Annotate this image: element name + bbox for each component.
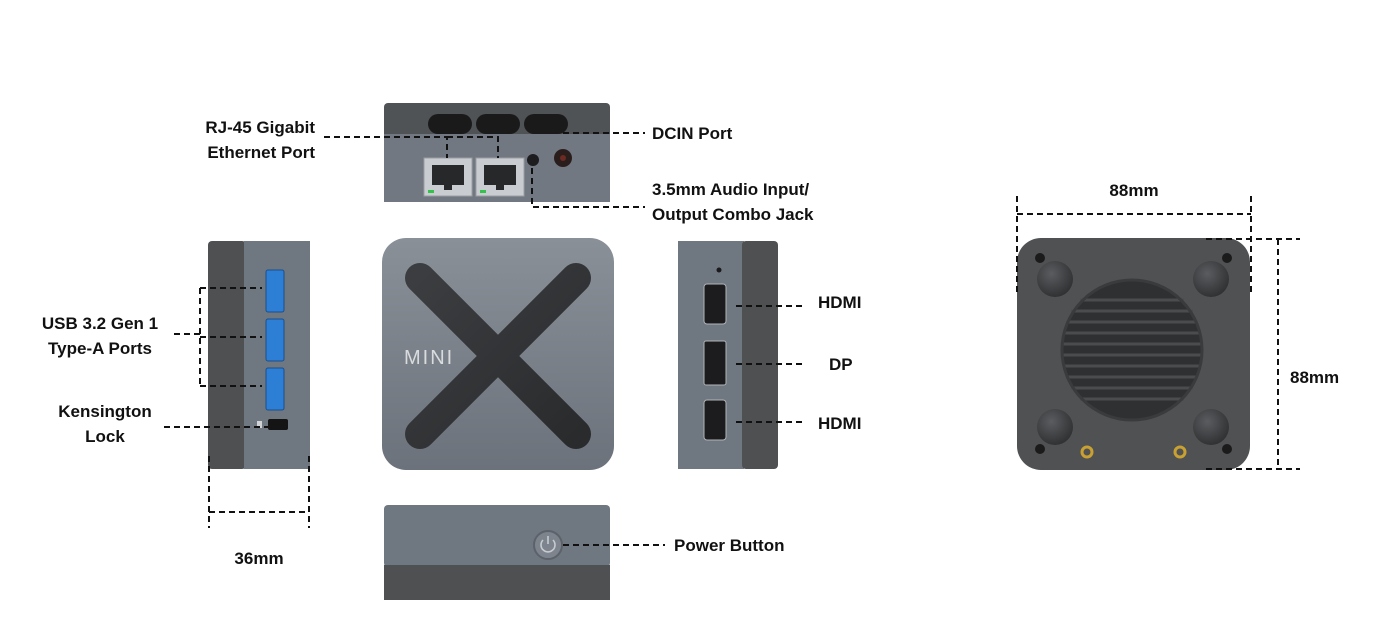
width-dimension-label: 88mm [1109,181,1159,200]
bottom-view [1017,238,1250,470]
height-dimension-label: 88mm [1290,368,1340,387]
top-view: MINI [382,238,614,470]
callout-lines [164,132,806,546]
audio-label: 3.5mm Audio Input/ Output Combo Jack [652,177,814,227]
dp-label: DP [829,355,853,374]
rj45-port [423,157,473,197]
front-base [384,565,610,600]
left-case-dark [208,241,246,469]
rj45-port [475,157,525,197]
brass-screw [1173,445,1187,459]
dcin-label: DCIN Port [652,124,733,143]
audio-label-line2: Output Combo Jack [652,205,814,224]
hdmi-bottom-label: HDMI [818,414,862,433]
front-panel [384,505,610,567]
mini-logo: MINI [404,347,454,369]
usb-port [265,318,285,362]
hdmi-port [703,399,727,441]
audio-label-line1: 3.5mm Audio Input/ [652,180,810,199]
kensington-label: Kensington Lock [45,399,165,449]
rj45-label-line1: RJ-45 Gigabit [205,118,315,137]
fan-slats [1062,298,1202,401]
dimension-lines [208,196,1300,528]
screw [1222,444,1232,454]
usb-label: USB 3.2 Gen 1 Type-A Ports [30,311,170,361]
brass-screw [1080,445,1094,459]
rj45-label-line2: Ethernet Port [207,143,315,162]
front-view [384,505,610,600]
vent-slot [476,114,520,134]
x-emblem [405,263,591,449]
depth-dimension-label: 36mm [234,549,284,568]
right-case-dark [742,241,778,469]
vent-slot [524,114,568,134]
rubber-foot [1193,409,1229,445]
rj45-label: RJ-45 Gigabit Ethernet Port [205,115,315,165]
right-side-view [678,241,778,469]
screw [1035,444,1045,454]
back-view [384,103,610,202]
audio-jack [527,154,539,166]
usb-port [265,367,285,411]
kensington-slot [268,419,288,430]
power-button [533,530,563,560]
kensington-label-line2: Lock [85,427,125,446]
kensington-label-line1: Kensington [58,402,152,421]
vent-slot [428,114,472,134]
usb-label-line1: USB 3.2 Gen 1 [41,314,159,333]
rubber-foot [1037,409,1073,445]
rubber-foot [1193,261,1229,297]
hdmi-port [703,283,727,325]
fan-grille [1062,280,1202,420]
usb-port [265,269,285,313]
rubber-foot [1037,261,1073,297]
dp-port [703,340,727,386]
screw [1222,253,1232,263]
power-button-label: Power Button [674,536,785,555]
usb-label-line2: Type-A Ports [48,339,152,358]
screw [1035,253,1045,263]
left-side-view [208,241,310,469]
hdmi-top-label: HDMI [818,293,862,312]
